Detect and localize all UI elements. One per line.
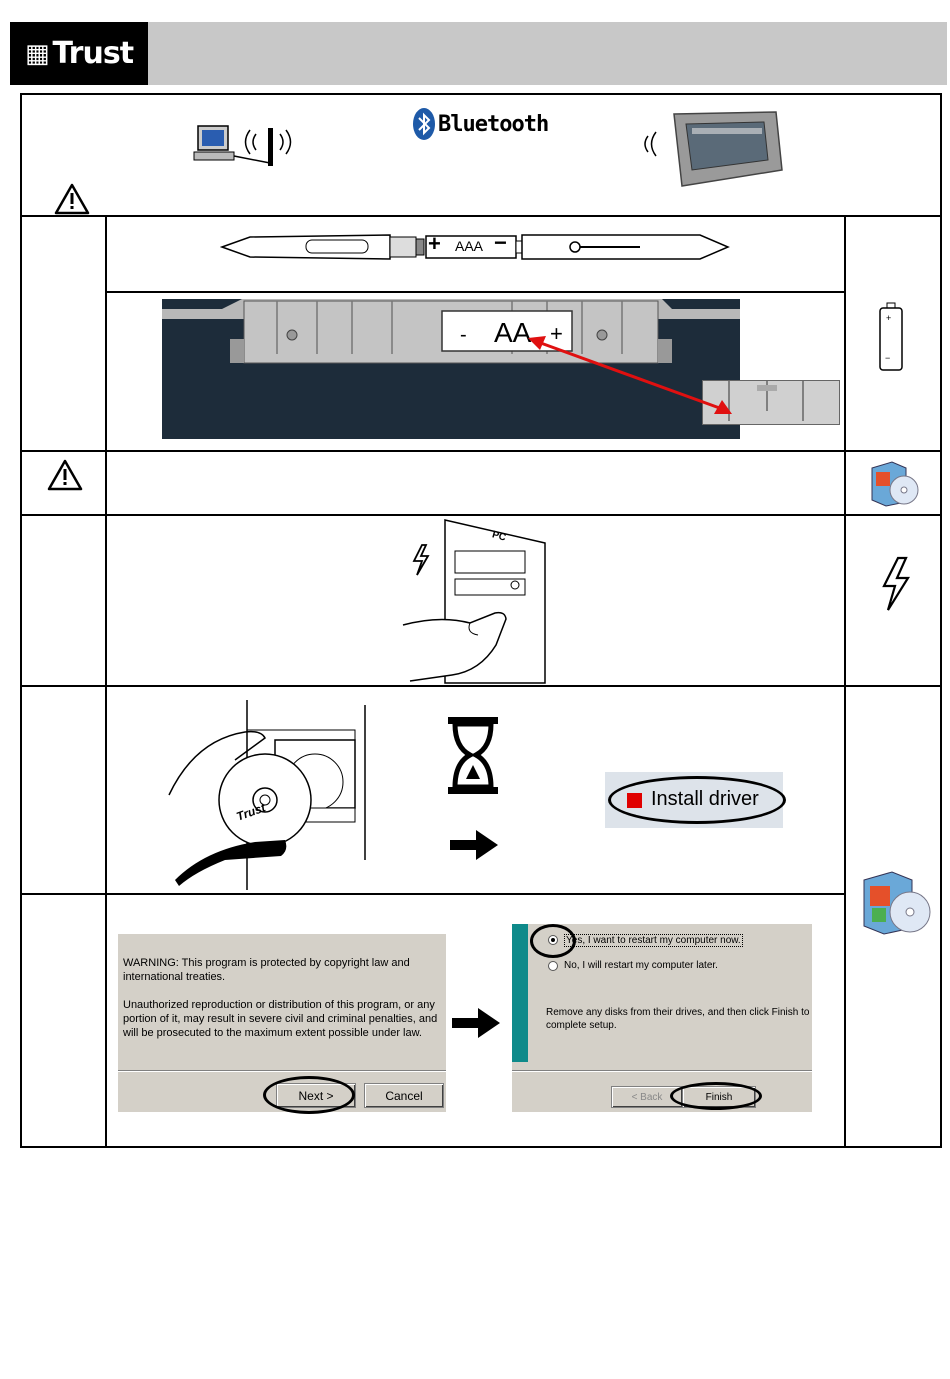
highlight-oval xyxy=(670,1082,762,1110)
dialog-separator xyxy=(512,1070,812,1071)
highlight-oval xyxy=(530,924,576,958)
divider xyxy=(20,685,942,687)
warning-icon xyxy=(47,459,83,491)
logo-text: Trust xyxy=(52,36,135,71)
pen-body-icon xyxy=(220,234,730,260)
divider xyxy=(20,514,942,516)
license-line-4: portion of it, may result in severe civi… xyxy=(123,1013,438,1025)
latch-icon xyxy=(728,381,804,421)
aa-battery-icon xyxy=(879,302,903,371)
radio-no[interactable] xyxy=(548,961,558,971)
stylus-pen-diagram: + AAA − xyxy=(220,225,730,269)
license-line-3: Unauthorized reproduction or distributio… xyxy=(123,999,435,1011)
license-line-1: WARNING: This program is protected by co… xyxy=(123,957,410,969)
highlight-oval xyxy=(608,776,786,824)
divider xyxy=(844,215,846,1148)
bluetooth-icon xyxy=(413,108,435,140)
divider xyxy=(106,291,846,293)
dialog-separator xyxy=(118,1070,446,1071)
installer-cd-icon xyxy=(863,871,931,935)
bluetooth-logo: Bluetooth xyxy=(413,108,549,140)
insert-cd-icon xyxy=(168,700,366,890)
warning-icon xyxy=(54,183,90,215)
pc-wireless-icon xyxy=(193,125,292,166)
header-bar xyxy=(10,22,947,85)
power-lightning-icon xyxy=(882,556,910,611)
tablet-battery-compartment: - AA + xyxy=(162,299,740,439)
pen-battery-label: AAA xyxy=(455,238,484,254)
license-line-2: international treaties. xyxy=(123,971,226,983)
finish-note-line-2: complete setup. xyxy=(546,1020,617,1031)
red-arrow-icon xyxy=(528,336,732,414)
divider xyxy=(20,893,846,895)
finish-note-line-1: Remove any disks from their drives, and … xyxy=(546,1007,810,1018)
divider xyxy=(20,450,942,452)
arrow-right-icon xyxy=(452,1008,500,1038)
divider xyxy=(105,215,107,1148)
tablet-wireless-icon xyxy=(644,111,783,187)
license-dialog: WARNING: This program is protected by co… xyxy=(118,934,446,1112)
hourglass-icon xyxy=(448,717,498,794)
pc-tower-power-button-icon xyxy=(402,519,546,684)
aa-minus: - xyxy=(460,324,467,346)
arrow-right-icon xyxy=(450,830,498,860)
aa-label: AA xyxy=(494,317,532,348)
pen-battery-minus: − xyxy=(494,230,507,255)
highlight-oval xyxy=(263,1076,355,1114)
divider xyxy=(20,215,942,217)
installer-cd-icon xyxy=(871,461,919,507)
cancel-button[interactable]: Cancel xyxy=(364,1083,444,1108)
power-lightning-icon xyxy=(412,544,430,576)
license-line-5: will be prosecuted to the maximum extent… xyxy=(123,1027,422,1039)
radio-yes-label[interactable]: Yes, I want to restart my computer now. xyxy=(564,934,743,947)
pen-battery-plus: + xyxy=(428,231,441,256)
logo-mark-icon: ▦ xyxy=(24,38,50,69)
finish-dialog: Yes, I want to restart my computer now. … xyxy=(512,924,812,1112)
radio-no-label[interactable]: No, I will restart my computer later. xyxy=(564,960,718,971)
compartment-cover-icon xyxy=(162,299,740,364)
compartment-latch-detail xyxy=(702,380,840,425)
battery-icon-minus: − xyxy=(885,353,891,363)
wizard-side-banner xyxy=(512,924,528,1062)
instruction-frame xyxy=(20,93,942,1148)
aa-plus: + xyxy=(550,321,563,346)
bluetooth-label: Bluetooth xyxy=(438,111,549,137)
battery-icon-plus: + xyxy=(886,313,892,323)
trust-logo: ▦ Trust xyxy=(10,22,148,85)
